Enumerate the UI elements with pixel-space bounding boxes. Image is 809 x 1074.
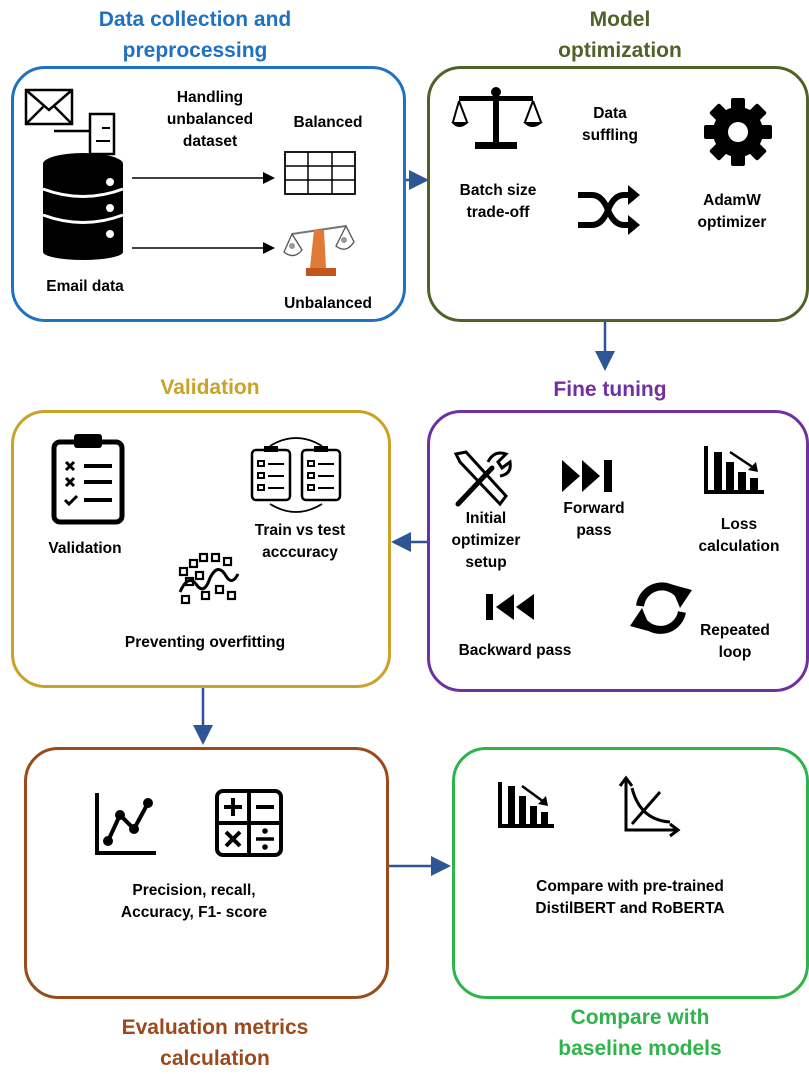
email-data-label: Email data bbox=[46, 278, 124, 295]
data-suffling-label: Data suffling bbox=[582, 105, 638, 144]
clipboard-checklist-icon bbox=[51, 434, 125, 525]
email-icon bbox=[24, 88, 116, 156]
preventing-overfitting-label: Preventing overfitting bbox=[124, 634, 286, 651]
calculator-icon bbox=[215, 789, 283, 857]
tools-icon bbox=[453, 450, 512, 507]
validation-label: Validation bbox=[48, 540, 122, 557]
loss-chart-icon bbox=[704, 446, 764, 494]
unbalanced-label: Unbalanced bbox=[284, 295, 372, 312]
train-test-icon bbox=[250, 437, 342, 513]
adamw-label: AdamW optimizer bbox=[697, 192, 767, 231]
overfitting-icon bbox=[178, 552, 240, 605]
database-icon bbox=[42, 153, 124, 260]
validation-title: Validation bbox=[160, 376, 260, 399]
gear-icon bbox=[704, 98, 772, 166]
evaluation-panel bbox=[24, 747, 389, 999]
line-chart-icon bbox=[95, 793, 156, 855]
fine-tuning-title: Fine tuning bbox=[553, 378, 667, 401]
fast-forward-icon bbox=[562, 460, 612, 492]
unbalanced-scale-icon bbox=[283, 224, 355, 276]
compare-title: Compare with baseline models bbox=[558, 1006, 722, 1060]
evaluation-title: Evaluation metrics calculation bbox=[121, 1016, 309, 1070]
balance-scale-icon bbox=[451, 87, 543, 149]
metrics-label: Precision, recall, Accuracy, F1- score bbox=[120, 882, 268, 921]
shuffle-icon bbox=[578, 185, 640, 235]
compare-text-label: Compare with pre-trained DistilBERT and … bbox=[535, 878, 725, 917]
loss-calculation-label: Loss calculation bbox=[698, 516, 780, 555]
data-collection-title: Data collection and preprocessing bbox=[98, 8, 292, 62]
refresh-loop-icon bbox=[630, 582, 692, 634]
curve-axes-icon bbox=[618, 775, 681, 838]
backward-pass-label: Backward pass bbox=[458, 642, 572, 659]
table-icon bbox=[284, 151, 356, 195]
handling-unbalanced-label: Handling unbalanced dataset bbox=[166, 89, 254, 150]
rewind-icon bbox=[486, 594, 534, 620]
train-vs-test-label: Train vs test acccuracy bbox=[254, 522, 346, 561]
batch-size-label: Batch size trade-off bbox=[459, 182, 537, 221]
forward-pass-label: Forward pass bbox=[563, 500, 625, 539]
repeated-loop-label: Repeated loop bbox=[700, 622, 770, 661]
bar-chart-decrease-icon bbox=[498, 782, 554, 828]
balanced-label: Balanced bbox=[293, 114, 363, 131]
initial-optimizer-label: Initial optimizer setup bbox=[451, 510, 521, 571]
model-optimization-title: Model optimization bbox=[558, 8, 682, 62]
